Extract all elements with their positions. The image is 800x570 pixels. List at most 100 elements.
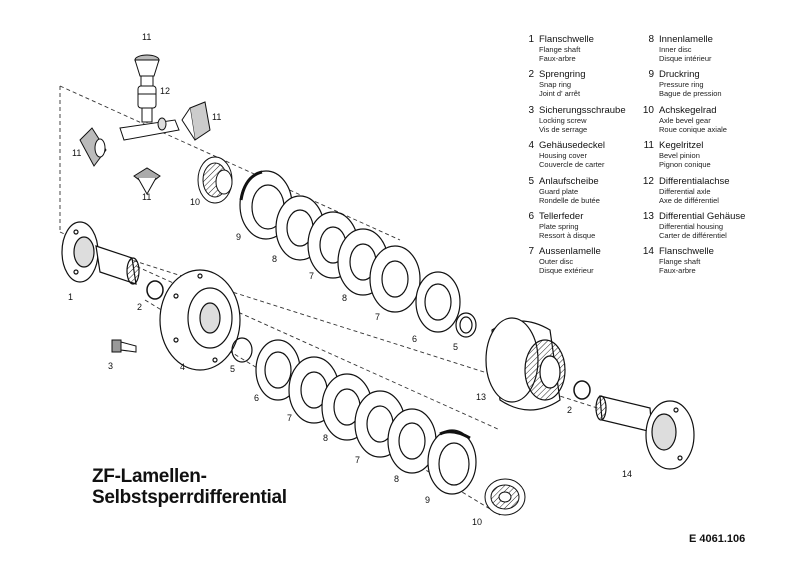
differential-housing <box>485 317 566 411</box>
callout-label: 12 <box>160 86 170 96</box>
callout-label: 4 <box>180 362 185 372</box>
legend-de: Aussenlamelle <box>539 246 601 257</box>
legend-fr: Joint d' arrêt <box>539 89 581 98</box>
legend-en: Differential axle <box>659 187 711 196</box>
legend-en: Locking screw <box>539 116 587 125</box>
title-line-1: ZF-Lamellen- <box>92 466 207 487</box>
legend-en: Flange shaft <box>539 45 581 54</box>
bevel-pinion-left <box>79 127 107 167</box>
callout-label: 5 <box>230 364 235 374</box>
legend-de: Anlaufscheibe <box>539 176 599 187</box>
bevel-pinion-top <box>134 54 160 87</box>
callout-label: 8 <box>272 254 277 264</box>
title-line-2: Selbstsperrdifferential <box>92 487 287 508</box>
pressure-ring-lower <box>427 429 477 495</box>
legend-de: Druckring <box>659 69 700 80</box>
legend-number: 7 <box>528 246 534 257</box>
axle-bevel-gear-lower <box>484 478 526 516</box>
callout-label: 8 <box>394 474 399 484</box>
callout-label: 7 <box>309 271 314 281</box>
callout-label: 3 <box>108 361 113 371</box>
flange-shaft-left <box>61 221 140 285</box>
legend-de: Flanschwelle <box>539 34 594 45</box>
legend-number: 14 <box>642 246 654 257</box>
legend-number: 1 <box>528 34 534 45</box>
callout-label: 11 <box>142 32 151 42</box>
legend-de: Innenlamelle <box>659 34 713 45</box>
legend-de: Tellerfeder <box>539 211 584 222</box>
legend-de: Differential Gehäuse <box>659 211 746 222</box>
differential-axle <box>119 85 180 141</box>
callout-label: 1 <box>68 292 73 302</box>
bevel-pinion-right <box>181 101 211 141</box>
locking-screw <box>111 339 137 353</box>
legend-fr: Ressort à disque <box>539 231 596 240</box>
housing-cover <box>159 269 241 371</box>
callout-label: 2 <box>137 302 142 312</box>
legend-de: Flanschwelle <box>659 246 714 257</box>
callout-label: 6 <box>254 393 259 403</box>
axle-bevel-gear-upper <box>197 156 233 204</box>
legend-number: 2 <box>528 69 534 80</box>
callout-label: 9 <box>425 495 430 505</box>
legend-number: 9 <box>648 69 654 80</box>
legend-de: Gehäusedeckel <box>539 140 606 151</box>
disc-stack-upper <box>275 195 477 338</box>
callout-label: 8 <box>323 433 328 443</box>
legend-de: Sicherungsschraube <box>539 105 626 116</box>
flange-shaft-right <box>595 395 695 470</box>
callout-label: 9 <box>236 232 241 242</box>
snap-ring-right <box>573 380 591 400</box>
legend-en: Axle bevel gear <box>659 116 711 125</box>
legend-number: 5 <box>528 176 534 187</box>
callout-label: 2 <box>567 405 572 415</box>
callout-label: 11 <box>212 112 221 122</box>
legend-de: Achskegelrad <box>659 105 717 116</box>
legend-fr: Vis de serrage <box>539 125 588 134</box>
legend-en: Plate spring <box>539 222 579 231</box>
legend-en: Guard plate <box>539 187 579 196</box>
legend-fr: Disque extérieur <box>539 266 594 275</box>
callout-label: 7 <box>287 413 292 423</box>
legend-de: Differentialachse <box>659 176 730 187</box>
legend-fr: Pignon conique <box>659 160 711 169</box>
legend-number: 11 <box>643 140 654 151</box>
legend-fr: Bague de pression <box>659 89 722 98</box>
legend-en: Outer disc <box>539 257 574 266</box>
legend-de: Sprengring <box>539 69 586 80</box>
legend-number: 8 <box>648 34 654 45</box>
legend-fr: Axe de différentiel <box>659 196 719 205</box>
legend-en: Differential housing <box>659 222 724 231</box>
legend-fr: Rondelle de butée <box>539 196 600 205</box>
legend-en: Snap ring <box>539 80 572 89</box>
callout-label: 8 <box>342 293 347 303</box>
callout-label: 13 <box>476 392 486 402</box>
callout-label: 6 <box>412 334 417 344</box>
legend-fr: Roue conique axiale <box>659 125 727 134</box>
legend-fr: Disque intérieur <box>659 54 712 63</box>
legend-number: 13 <box>642 211 654 222</box>
callout-label: 11 <box>142 192 151 202</box>
snap-ring-left <box>146 280 164 300</box>
legend-de: Kegelritzel <box>659 140 704 151</box>
callout-label: 7 <box>355 455 360 465</box>
bevel-pinion-bottom <box>133 167 161 196</box>
reference-code: E 4061.106 <box>689 533 746 545</box>
legend-number: 6 <box>528 211 534 222</box>
legend-en: Inner disc <box>659 45 692 54</box>
callout-label: 11 <box>72 148 81 158</box>
drawing-title: ZF-Lamellen- Selbstsperrdifferential <box>92 466 287 508</box>
legend-number: 10 <box>642 105 654 116</box>
callout-label: 5 <box>453 342 458 352</box>
callout-labels: 11 12 11 11 11 10 9 8 7 8 7 6 5 1 2 3 4 … <box>68 32 632 527</box>
callout-label: 10 <box>472 517 482 527</box>
callout-label: 7 <box>375 312 380 322</box>
legend-en: Pressure ring <box>659 80 704 89</box>
legend-fr: Couvercle de carter <box>539 160 605 169</box>
callout-label: 10 <box>190 197 200 207</box>
guard-plate-lower <box>231 337 253 363</box>
legend-fr: Carter de différentiel <box>659 231 727 240</box>
legend-en: Housing cover <box>539 151 587 160</box>
disc-stack-lower <box>255 339 437 474</box>
